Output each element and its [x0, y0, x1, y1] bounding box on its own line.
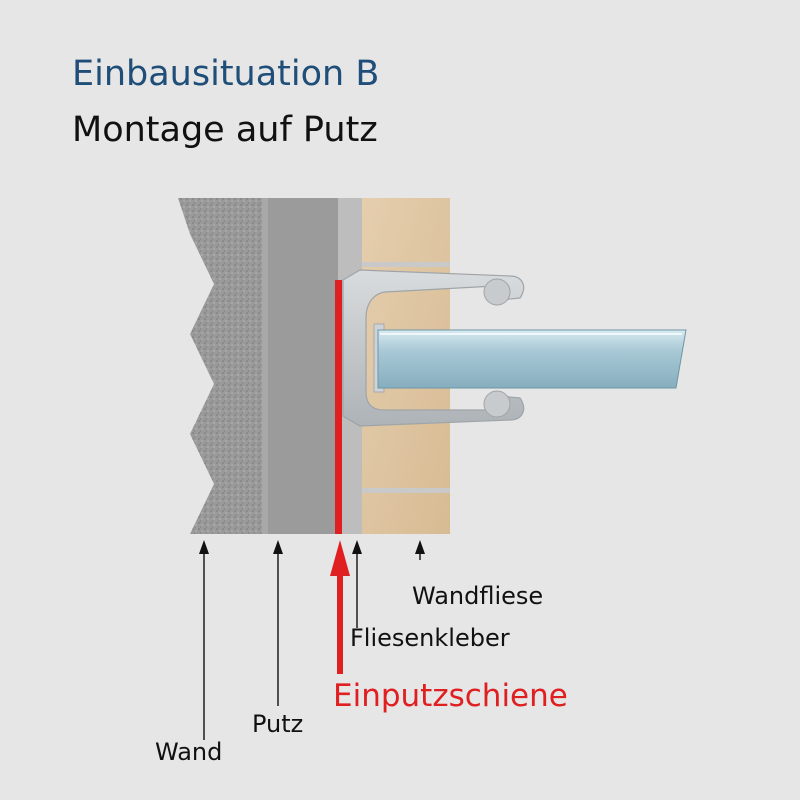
label-einputzschiene: Einputzschiene [333, 678, 568, 714]
arrow-wand [199, 540, 209, 740]
arrow-einputzschiene [330, 540, 350, 674]
glass-pane [377, 329, 687, 389]
arrow-fliesenkleber [352, 540, 362, 628]
plaster-rail [335, 280, 342, 534]
label-wandfliese: Wandfliese [412, 582, 544, 610]
label-fliesenkleber: Fliesenkleber [350, 624, 510, 652]
diagram-title: Einbausituation B [72, 54, 380, 94]
wall-section [178, 198, 262, 534]
arrow-putz [273, 540, 283, 706]
arrow-wandfliese [415, 540, 425, 560]
diagram-subtitle: Montage auf Putz [72, 110, 378, 150]
label-wand: Wand [155, 738, 223, 766]
label-putz: Putz [252, 710, 304, 738]
plaster-layer [262, 198, 338, 534]
